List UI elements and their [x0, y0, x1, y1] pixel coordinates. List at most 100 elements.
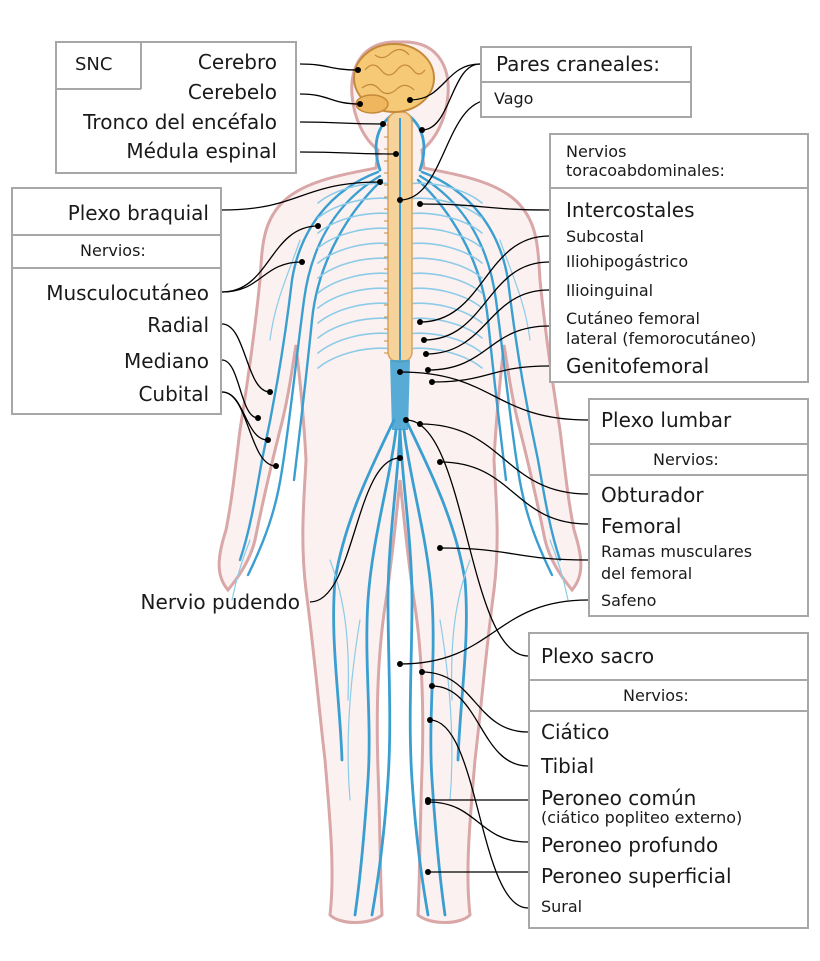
leader-dot [423, 351, 429, 357]
plexo-lumbar-divider-1 [589, 443, 808, 445]
leader-dot [380, 121, 386, 127]
leader-dot [273, 463, 279, 469]
leader-line [409, 63, 481, 101]
snc-label-tronco: Tronco del encéfalo [83, 110, 277, 134]
leader-line [439, 547, 589, 561]
plexo-braquial-box [11, 187, 222, 415]
leader-line [421, 63, 481, 131]
leader-dots [255, 67, 443, 875]
leader-dot [299, 259, 305, 265]
leader-dot [417, 421, 423, 427]
nerve-branch [549, 539, 569, 601]
leader-dot [397, 369, 403, 375]
label-del-femoral: del femoral [601, 564, 693, 583]
nerve-branch [231, 539, 251, 601]
leader-dot [425, 799, 431, 805]
leader-dot [437, 545, 443, 551]
leader-line [399, 371, 589, 421]
leader-dot [425, 367, 431, 373]
nerve-path [246, 174, 382, 577]
leader-line [299, 93, 361, 105]
leader-dot [403, 417, 409, 423]
leader-line [299, 63, 359, 71]
label-mediano: Mediano [124, 349, 209, 373]
leader-line [429, 719, 529, 909]
leader-dot [427, 717, 433, 723]
leader-line [221, 225, 319, 293]
leader-lines [221, 63, 589, 909]
leader-dot [265, 437, 271, 443]
nerve-path [416, 178, 508, 482]
label-iliohipogastrico: Iliohipogástrico [566, 252, 689, 271]
leader-line [419, 423, 589, 495]
leader-dot [377, 179, 383, 185]
leader-dot [397, 661, 403, 667]
leader-dot [417, 201, 423, 207]
leader-line [309, 457, 401, 603]
label-cutaneo-femoral: Cutáneo femoral [566, 309, 700, 328]
leader-dot [419, 669, 425, 675]
nerve-path [402, 428, 447, 917]
leader-dot [429, 379, 435, 385]
label-ciatico-popliteo: (ciático popliteo externo) [541, 808, 743, 827]
plexo-braquial-divider-2 [12, 267, 221, 269]
plexo-braquial-title: Plexo braquial [67, 201, 209, 225]
nerve-path [292, 178, 384, 482]
nerve-path [353, 428, 398, 917]
plexo-lumbar-box [588, 398, 809, 617]
plexo-lumbar-subtitle: Nervios: [653, 450, 719, 469]
plexo-lumbar-divider-2 [589, 474, 808, 476]
label-ilioinguinal: Ilioinguinal [566, 281, 654, 300]
leader-line [427, 325, 550, 371]
leader-line [221, 391, 277, 467]
snc-box-divider-h [56, 88, 141, 90]
toracoabdominales-box [549, 133, 809, 383]
leader-dot [437, 459, 443, 465]
label-ciatico: Ciático [541, 720, 610, 744]
nerve-path [398, 428, 430, 917]
nerve-path [332, 418, 396, 762]
leader-line [221, 181, 381, 211]
snc-label-medula: Médula espinal [126, 139, 277, 163]
leader-dot [355, 67, 361, 73]
plexo-sacro-title: Plexo sacro [541, 644, 655, 668]
leader-line [419, 235, 550, 323]
leader-dot [421, 337, 427, 343]
brain-folds [361, 48, 426, 95]
snc-title: SNC [75, 54, 113, 75]
leader-line [221, 359, 259, 419]
leader-dot [393, 151, 399, 157]
label-peroneo-comun: Peroneo común [541, 786, 697, 810]
leader-line [425, 289, 550, 355]
nerve-path [238, 170, 380, 562]
leader-dot [255, 415, 261, 421]
snc-box-divider [140, 42, 142, 89]
leader-dot [417, 319, 423, 325]
leader-line [421, 671, 529, 733]
label-vago: Vago [494, 89, 534, 108]
leader-line [423, 261, 550, 341]
label-obturador: Obturador [601, 483, 704, 507]
leader-dot [315, 223, 321, 229]
leader-line [431, 685, 529, 767]
plexo-sacro-subtitle: Nervios: [623, 686, 689, 705]
plexo-braquial-subtitle: Nervios: [80, 241, 146, 260]
leader-line [419, 203, 550, 211]
pares-craneales-divider [481, 81, 691, 83]
plexo-sacro-box [528, 632, 809, 929]
label-peroneo-superficial: Peroneo superficial [541, 864, 732, 888]
leader-dot [429, 683, 435, 689]
leader-dot [357, 101, 363, 107]
leader-line [299, 121, 384, 125]
nerve-branch [347, 619, 361, 801]
leader-line [221, 261, 303, 293]
label-nervio-pudendo: Nervio pudendo [140, 590, 300, 614]
label-femorocutaneo: lateral (femorocutáneo) [566, 329, 757, 348]
label-ramas-musculares: Ramas musculares [601, 542, 753, 561]
plexo-sacro-divider-2 [529, 710, 808, 712]
nerve-path [418, 174, 554, 577]
leader-line [221, 323, 271, 393]
label-tibial: Tibial [541, 754, 595, 778]
label-subcostal: Subcostal [566, 227, 644, 246]
